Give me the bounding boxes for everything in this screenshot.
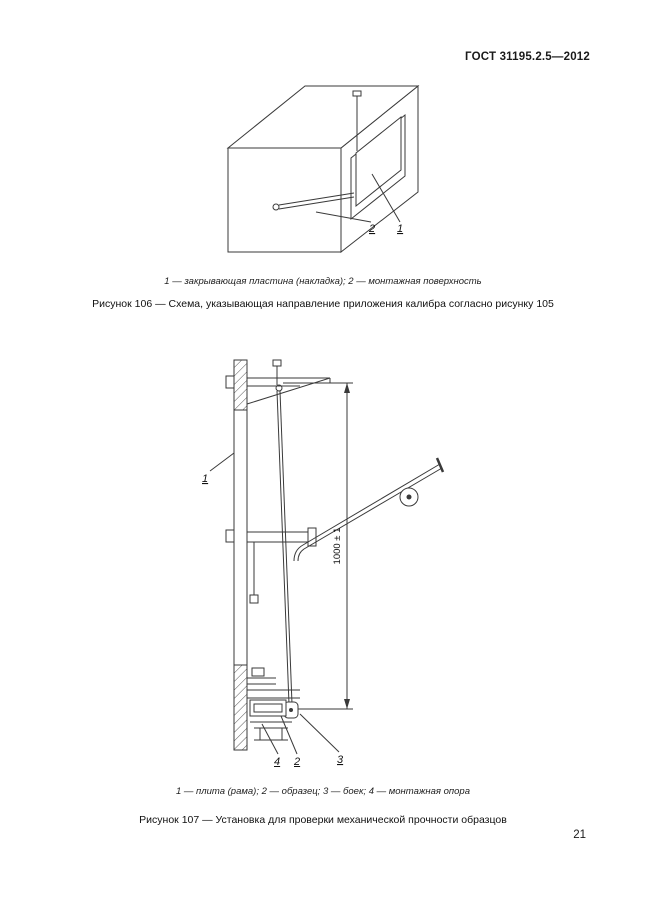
figure-106-lines bbox=[226, 84, 420, 254]
leader-line-3 bbox=[299, 713, 340, 753]
figure-106-legend: 1 — закрывающая пластина (накладка); 2 —… bbox=[164, 276, 482, 287]
pendulum-pivot bbox=[275, 384, 283, 392]
figure-106-caption: Рисунок 106 — Схема, указывающая направл… bbox=[92, 298, 554, 310]
page-number: 21 bbox=[573, 829, 586, 841]
raised-arm bbox=[293, 463, 441, 562]
figure106-label-plate: 1 bbox=[397, 223, 403, 235]
block-front-face bbox=[227, 147, 342, 253]
leader-line-2 bbox=[315, 211, 372, 223]
top-bolt bbox=[272, 359, 282, 367]
figure107-label-striker: 3 bbox=[337, 754, 344, 766]
figure-106-drawing: 2 1 bbox=[226, 84, 420, 254]
mounting-support-bottom bbox=[233, 664, 248, 751]
figure107-label-plate: 1 bbox=[202, 473, 208, 485]
gauge-pin-head bbox=[272, 203, 280, 211]
leader-line-1 bbox=[371, 173, 401, 223]
leader-line-1 bbox=[209, 452, 235, 472]
leader-line-4 bbox=[261, 723, 279, 755]
dimension-text: 1000 ± 1 bbox=[332, 528, 343, 565]
cover-plate bbox=[355, 115, 402, 208]
leader-line-2 bbox=[280, 715, 298, 755]
figure-107-legend: 1 — плита (рама); 2 — образец; 3 — боек;… bbox=[175, 786, 471, 797]
standard-number: ГОСТ 31195.2.5—2012 bbox=[465, 51, 590, 63]
figure-107-caption: Рисунок 107 — Установка для проверки мех… bbox=[139, 814, 507, 826]
figure107-label-support: 4 bbox=[274, 756, 280, 767]
figure106-label-surface: 2 bbox=[368, 223, 375, 235]
figure107-label-specimen: 2 bbox=[293, 756, 300, 767]
cord-weight bbox=[249, 594, 259, 604]
figure-107-drawing: 1000 ± 1 1 4 2 3 bbox=[202, 359, 445, 767]
specimen bbox=[249, 699, 287, 717]
figure-107-lines bbox=[209, 359, 445, 755]
mounting-support-top bbox=[233, 359, 248, 411]
